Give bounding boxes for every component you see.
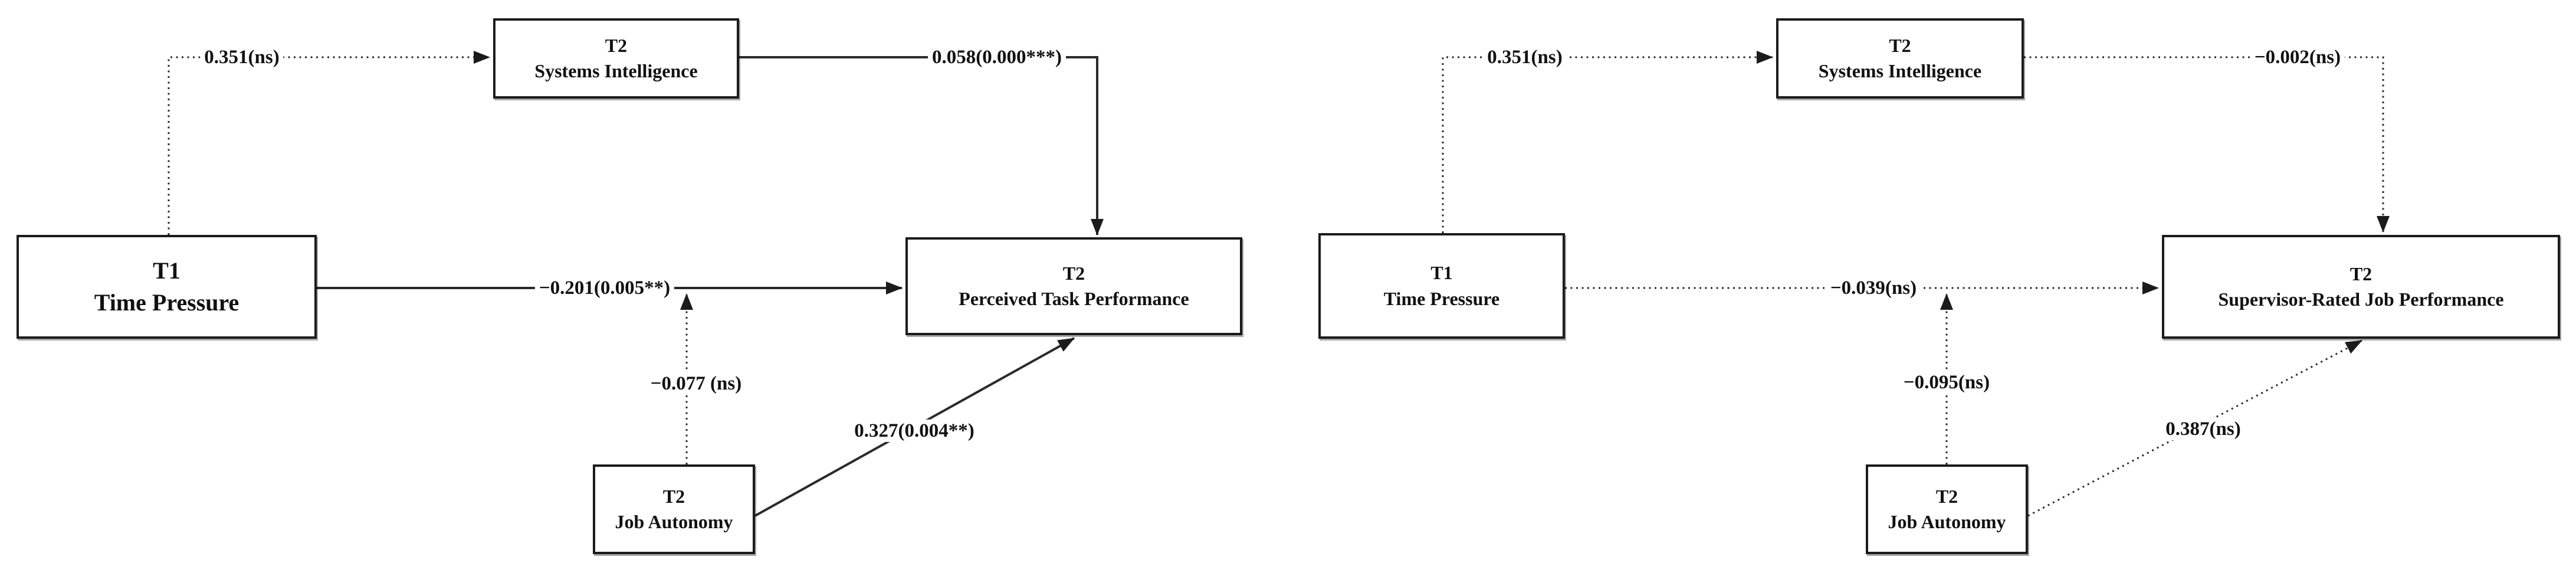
- node-label: Job Autonomy: [615, 511, 733, 532]
- edge-label-ja-outcome-right: 0.387(ns): [2161, 417, 2245, 441]
- edge-label-ja-moderation-right: −0.095(ns): [1899, 371, 1994, 394]
- edge-label-tp-si-right: 0.351(ns): [1483, 45, 1567, 69]
- edge-label-ja-moderation-left: −0.077 (ns): [646, 372, 746, 395]
- node-systems-intelligence-left: T2 Systems Intelligence: [493, 18, 739, 99]
- node-label: Perceived Task Performance: [959, 288, 1189, 309]
- node-systems-intelligence-right: T2 Systems Intelligence: [1776, 18, 2024, 99]
- node-tag: T2: [662, 485, 685, 507]
- edge-label-tp-outcome-left: −0.201(0.005**): [534, 276, 675, 300]
- edge-ja-outcome-right: [2027, 339, 2362, 517]
- node-label: Systems Intelligence: [1818, 60, 1982, 81]
- node-tag: T2: [605, 34, 628, 56]
- edge-label-tp-si-left: 0.351(ns): [200, 45, 284, 69]
- edge-si-outcome-right: [2024, 56, 2390, 233]
- node-tag: T1: [153, 257, 181, 284]
- node-label: Job Autonomy: [1888, 511, 2006, 532]
- edge-tp-si-right: [1442, 51, 1773, 233]
- node-label: Time Pressure: [1383, 287, 1500, 309]
- node-time-pressure-left: T1 Time Pressure: [17, 235, 317, 339]
- edge-label-tp-outcome-right: −0.039(ns): [1826, 276, 1921, 300]
- edge-label-si-outcome-right: −0.002(ns): [2250, 45, 2345, 69]
- node-tag: T1: [1430, 262, 1453, 284]
- edge-tp-si-left: [168, 51, 490, 235]
- node-label: Supervisor-Rated Job Performance: [2218, 289, 2504, 310]
- node-job-autonomy-right: T2 Job Autonomy: [1866, 464, 2028, 554]
- node-tag: T2: [1062, 262, 1085, 284]
- node-label: Time Pressure: [94, 289, 239, 316]
- node-supervisor-rated-job-performance-right: T2 Supervisor-Rated Job Performance: [2162, 235, 2560, 339]
- node-label: Systems Intelligence: [534, 60, 698, 81]
- node-job-autonomy-left: T2 Job Autonomy: [593, 464, 755, 554]
- node-perceived-task-performance-left: T2 Perceived Task Performance: [905, 237, 1242, 335]
- node-tag: T2: [1935, 485, 1958, 507]
- edge-label-ja-outcome-left: 0.327(0.004**): [850, 419, 979, 443]
- node-tag: T2: [1889, 34, 1911, 56]
- edge-si-outcome-left: [739, 56, 1104, 235]
- edge-label-si-outcome-left: 0.058(0.000***): [928, 45, 1066, 69]
- node-tag: T2: [2349, 263, 2372, 284]
- node-time-pressure-right: T1 Time Pressure: [1318, 233, 1565, 339]
